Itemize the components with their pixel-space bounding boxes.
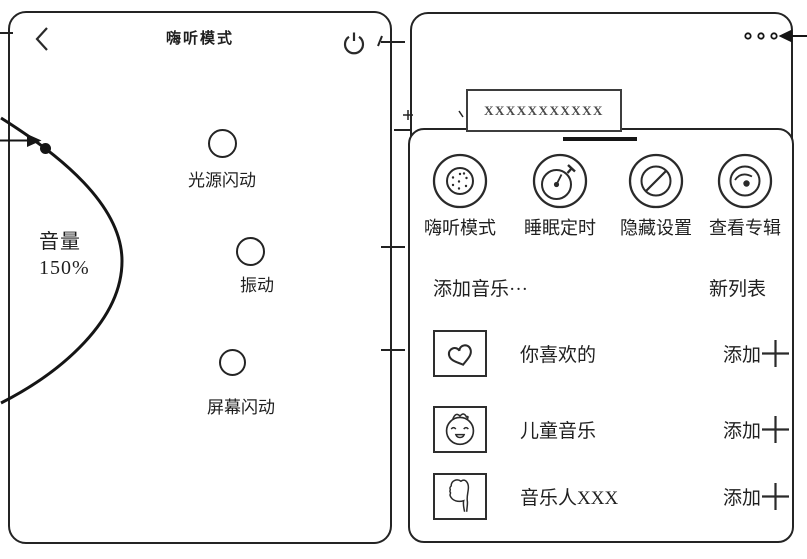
action-hidden-settings[interactable]: 隐藏设置 bbox=[608, 152, 704, 240]
hidden-settings-icon bbox=[628, 153, 684, 209]
playlist-thumb bbox=[433, 473, 487, 520]
drag-handle[interactable] bbox=[563, 137, 637, 141]
action-view-album[interactable]: 查看专辑 bbox=[697, 152, 793, 240]
action-label: 查看专辑 bbox=[709, 218, 781, 238]
add-playlist-button[interactable]: 添加 bbox=[723, 339, 790, 368]
page-title: 嗨听模式 bbox=[165, 31, 234, 47]
sleep-timer-icon bbox=[532, 153, 588, 209]
artist-icon bbox=[449, 479, 470, 512]
baby-icon bbox=[445, 413, 475, 446]
view-album-icon bbox=[717, 153, 773, 209]
options-sheet: 嗨听模式 睡眠定时 隐藏设置 bbox=[408, 128, 794, 543]
more-options-icon[interactable] bbox=[744, 32, 778, 40]
add-music-label: 添加音乐··· bbox=[433, 279, 528, 300]
action-label: 睡眠定时 bbox=[524, 218, 596, 238]
add-playlist-button[interactable]: 添加 bbox=[723, 415, 790, 444]
light-flash-label: 光源闪动 bbox=[188, 171, 256, 190]
heart-icon bbox=[447, 344, 472, 366]
new-list-button[interactable]: 新列表 bbox=[708, 279, 766, 300]
volume-value: 150% bbox=[39, 257, 90, 279]
playlist-thumb bbox=[433, 406, 487, 453]
action-sleep-timer[interactable]: 睡眠定时 bbox=[512, 152, 608, 240]
playlist-name: 你喜欢的 bbox=[520, 345, 597, 366]
song-title-text: XXXXXXXXXXX bbox=[484, 102, 604, 118]
playlist-name: 儿童音乐 bbox=[520, 421, 597, 442]
playlist-name: 音乐人XXX bbox=[520, 488, 619, 509]
screen-flash-label: 屏幕闪动 bbox=[207, 398, 275, 417]
power-icon[interactable] bbox=[341, 30, 367, 56]
plus-icon bbox=[762, 416, 789, 443]
back-icon[interactable] bbox=[35, 26, 49, 52]
add-playlist-button[interactable]: 添加 bbox=[723, 482, 790, 511]
action-label: 嗨听模式 bbox=[424, 218, 496, 238]
playlist-thumb bbox=[433, 330, 487, 377]
vibrate-toggle[interactable] bbox=[236, 237, 265, 266]
action-hi-listen-mode[interactable]: 嗨听模式 bbox=[412, 152, 508, 240]
hi-listen-mode-icon bbox=[432, 153, 488, 209]
screen-flash-toggle[interactable] bbox=[219, 349, 246, 376]
plus-icon bbox=[762, 483, 789, 510]
playlist-row: 音乐人XXX 添加 bbox=[433, 473, 790, 520]
hi-listen-mode-screen: 嗨听模式 音量 150% 光源闪动 振动 屏幕闪动 bbox=[8, 11, 392, 544]
playlist-row: 儿童音乐 添加 bbox=[433, 406, 790, 453]
light-flash-toggle[interactable] bbox=[208, 129, 237, 158]
volume-label: 音量 bbox=[39, 231, 81, 253]
action-label: 隐藏设置 bbox=[620, 218, 692, 238]
plus-icon bbox=[762, 340, 789, 367]
playlist-row: 你喜欢的 添加 bbox=[433, 330, 790, 377]
vibrate-label: 振动 bbox=[240, 276, 274, 295]
song-title-box: XXXXXXXXXXX bbox=[466, 89, 622, 132]
volume-slider-handle[interactable] bbox=[40, 143, 51, 154]
